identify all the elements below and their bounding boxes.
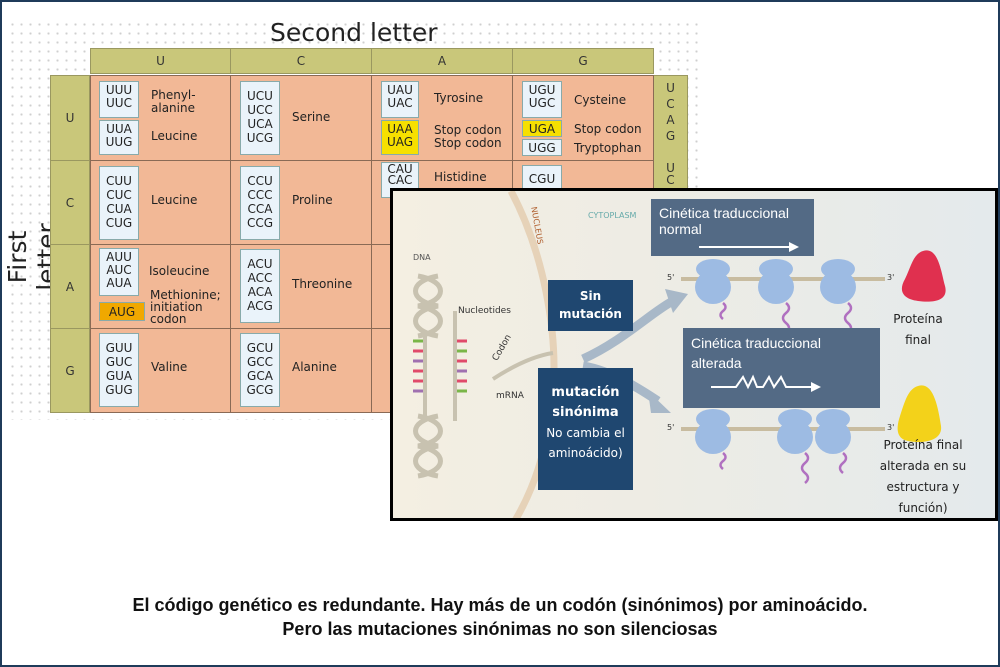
col-divider [230, 75, 231, 413]
arrow-head [665, 289, 688, 313]
arrow-to-normal [581, 296, 676, 364]
third-c: C [666, 97, 675, 111]
nucleotides [413, 339, 467, 393]
amino-acid: Tyrosine [434, 91, 484, 105]
dna-helix-top [413, 273, 443, 339]
row-c: C [50, 160, 90, 245]
row-divider [90, 160, 654, 161]
dna-label: DNA [413, 253, 431, 262]
third-c-row-c: C [666, 173, 675, 187]
straight-arrow-icon [699, 242, 799, 252]
header-g: G [512, 48, 654, 74]
zigzag-arrow-icon [711, 374, 821, 392]
third-u: U [666, 81, 675, 95]
amino-acid: Leucine [151, 193, 198, 207]
slide-caption: El código genético es redundante. Hay má… [0, 593, 1000, 641]
amino-acid: Tryptophan [574, 141, 642, 155]
synonymous-mutation-note: No cambia el aminoácido) [546, 426, 625, 460]
mrna-label: mRNA [496, 391, 524, 401]
protein-final-label: Proteína final [893, 312, 943, 347]
ribosomes [695, 259, 856, 454]
amino-acid: Phenyl- alanine [151, 88, 196, 115]
header-c: C [230, 48, 372, 74]
amino-acid: Valine [151, 360, 188, 374]
dna-helix-bottom [413, 413, 443, 479]
row-g: G [50, 328, 90, 413]
three-prime-label: 3' [887, 273, 895, 282]
cytoplasm-label: CYTOPLASM [588, 211, 637, 220]
row-divider [90, 328, 654, 329]
header-u: U [90, 48, 231, 74]
start-codon-box: AUG [99, 302, 145, 321]
protein-altered-label: Proteína final alterada en su estructura… [879, 438, 967, 515]
translation-diagram: DNA NUCLEUS CYTOPLASM Nucleotides Codon … [390, 188, 998, 521]
five-prime-label: 5' [667, 273, 675, 282]
amino-acid: Proline [292, 193, 333, 207]
third-u-row-c: U [666, 161, 675, 175]
stop-codon-box: UGA [522, 120, 562, 137]
normal-kinetics-text: Cinética traduccional normal [659, 205, 789, 237]
diagram-art [413, 191, 946, 518]
row-u: U [50, 75, 90, 161]
synonymous-mutation-title: mutación sinónima [551, 385, 620, 420]
arrow-head [648, 391, 671, 413]
no-mutation-box: Sin mutación [548, 280, 633, 331]
row-a: A [50, 244, 90, 329]
amino-acid: Leucine [151, 129, 198, 143]
codon-box: UGG [522, 139, 562, 156]
altered-kinetics-text: Cinética traduccional alterada [691, 335, 821, 371]
col-divider [371, 75, 372, 413]
second-letter-title: Second letter [270, 18, 438, 47]
dna-strands [423, 311, 457, 421]
amino-acid: Isoleucine [149, 264, 210, 278]
synonymous-mutation-box: mutación sinónima No cambia el aminoácid… [538, 368, 633, 490]
normal-kinetics-box: Cinética traduccional normal [651, 199, 814, 256]
amino-acid: Serine [292, 110, 331, 124]
amino-acid: Histidine [434, 170, 487, 184]
row-divider [90, 244, 654, 245]
third-letter-row-c: U C [653, 162, 688, 186]
third-g: G [665, 129, 676, 143]
header-a: A [371, 48, 513, 74]
nucleotides-label: Nucleotides [458, 306, 511, 316]
amino-acid: Stop codon [574, 122, 642, 136]
amino-acid: Threonine [292, 277, 353, 291]
altered-kinetics-box: Cinética traduccional alterada [683, 328, 880, 408]
three-prime-label: 3' [887, 423, 895, 432]
amino-acid: Cysteine [574, 93, 627, 107]
third-a: A [666, 113, 675, 127]
mrna-strand [491, 351, 554, 381]
protein-normal-shape [901, 250, 946, 302]
caption-line-1: El código genético es redundante. Hay má… [132, 595, 868, 615]
amino-acid: Methionine; initiation codon [150, 288, 221, 326]
protein-altered-shape [897, 385, 942, 443]
caption-line-2: Pero las mutaciones sinónimas no son sil… [282, 619, 718, 639]
five-prime-label: 5' [667, 423, 675, 432]
amino-acid: Alanine [292, 360, 337, 374]
